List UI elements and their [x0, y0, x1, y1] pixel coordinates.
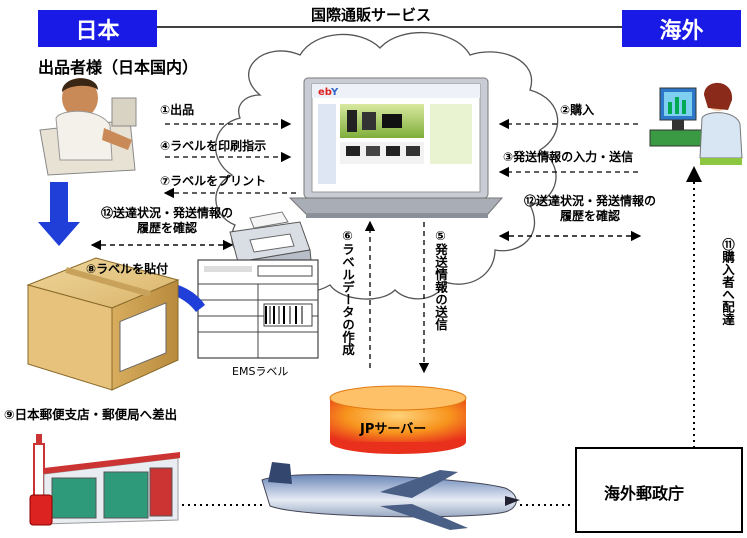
step-9-label: ⑨日本郵便支店・郵便局へ差出: [4, 407, 178, 422]
step-1-label: ①出品: [160, 103, 195, 117]
ems-label-illustration: [197, 259, 319, 359]
svg-text:Y: Y: [330, 87, 339, 98]
buyer-person-illustration: [649, 82, 743, 165]
step-3-label: ③発送情報の入力・送信: [503, 150, 634, 164]
seller-label: 出品者様（日本国内）: [38, 58, 199, 77]
step-12-left-label: ⑫送達状況・発送情報の 履歴を確認: [72, 206, 262, 236]
ems-label-caption: EMSラベル: [232, 365, 289, 378]
service-title: 国際通販サービス: [305, 4, 438, 25]
vertical-arrows: [364, 220, 430, 374]
step-7-label: ⑦ラベルをプリント: [160, 174, 267, 188]
svg-text:eb: eb: [318, 87, 332, 98]
step-5-label: ⑤発送情報の送信: [433, 228, 448, 331]
step-8-label: ⑧ラベルを貼付: [86, 262, 169, 276]
step-2-label: ②購入: [560, 103, 595, 117]
down-arrow-icon: [38, 182, 80, 246]
step-12-right-line1: ⑫送達状況・発送情報の: [523, 194, 656, 208]
server-label: JPサーバー: [360, 422, 427, 437]
step-12-right-label: ⑫送達状況・発送情報の 履歴を確認: [500, 194, 680, 224]
step-4-label: ④ラベルを印刷指示: [160, 139, 267, 153]
japan-header-badge: 日本: [38, 10, 157, 47]
japan-header-text: 日本: [75, 18, 120, 44]
right-arrows: [498, 118, 642, 242]
step-6-label: ⑥ラベルデータの作成: [340, 228, 355, 356]
overseas-post-label: 海外郵政庁: [604, 484, 685, 503]
step-12-right-line2: 履歴を確認: [559, 209, 620, 223]
post-office-building: [29, 434, 180, 526]
step-12-left-line2: 履歴を確認: [136, 221, 197, 235]
step-11-label: ⑪購入者へ配達: [720, 238, 735, 326]
laptop-illustration: eb Y: [288, 77, 504, 218]
seller-person-illustration: [39, 78, 137, 176]
airplane-illustration: [261, 462, 520, 530]
overseas-header-badge: 海外: [622, 10, 741, 47]
cardboard-box-illustration: [26, 257, 180, 391]
overseas-post-box: [575, 447, 743, 533]
jp-server-cylinder: [329, 385, 467, 454]
overseas-header-text: 海外: [659, 18, 704, 44]
left-arrows: [90, 118, 296, 251]
step-12-left-line1: ⑫送達状況・発送情報の: [100, 206, 233, 220]
